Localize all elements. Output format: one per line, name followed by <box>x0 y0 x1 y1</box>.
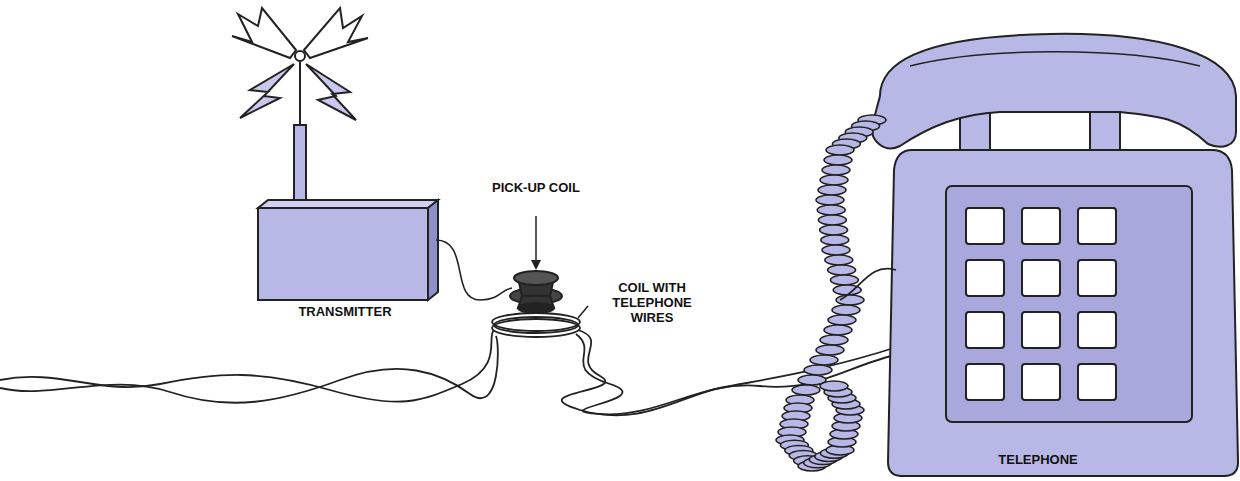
wire-coil-label: COIL WITH TELEPHONE WIRES <box>592 280 712 325</box>
cord-loop <box>820 175 848 185</box>
transmitter-label: TRANSMITTER <box>270 304 420 319</box>
key-button <box>1078 208 1116 244</box>
cord-loop <box>826 145 854 155</box>
antenna-mast <box>294 125 306 209</box>
cord-loop <box>825 255 853 265</box>
cord-loop <box>832 305 860 315</box>
cord-loop <box>816 195 844 205</box>
coiled-cord <box>776 115 886 471</box>
cord-loop <box>804 365 832 375</box>
cord-loop <box>792 385 820 395</box>
coil-cable <box>436 240 512 300</box>
telephone-body <box>888 100 1238 476</box>
handset-highlight <box>910 52 1200 66</box>
key-button <box>1078 364 1116 400</box>
cord-loop <box>824 325 852 335</box>
key-button <box>966 260 1004 296</box>
cord-loop <box>828 265 856 275</box>
cord-loop <box>821 235 849 245</box>
cord-loop <box>818 215 846 225</box>
key-button <box>1078 312 1116 348</box>
cord-loop <box>820 225 848 235</box>
phone-line <box>840 269 896 300</box>
keypad <box>966 208 1116 400</box>
key-button <box>1022 208 1060 244</box>
cord-loop <box>810 355 838 365</box>
leader-line <box>578 306 588 318</box>
cord-loop <box>820 381 848 391</box>
antenna-tip <box>295 51 305 61</box>
key-button <box>1078 260 1116 296</box>
key-button <box>1022 312 1060 348</box>
cord-loop <box>824 155 852 165</box>
transmitter-box <box>258 200 438 300</box>
leader-arrow <box>531 260 541 270</box>
cord-loop <box>828 315 856 325</box>
key-button <box>966 208 1004 244</box>
handset <box>872 34 1236 148</box>
cord-loop <box>818 185 846 195</box>
key-button <box>966 312 1004 348</box>
pickup-coil-label: PICK-UP COIL <box>490 180 582 195</box>
wire-coil <box>492 313 580 337</box>
cord-loop <box>817 205 845 215</box>
telephone-label: TELEPHONE <box>968 452 1108 467</box>
cord-loop <box>820 335 848 345</box>
leader-line <box>535 216 537 266</box>
cord-loop <box>830 275 858 285</box>
cord-loop <box>822 165 850 175</box>
cord-loop <box>816 345 844 355</box>
key-button <box>1022 364 1060 400</box>
key-button <box>1022 260 1060 296</box>
telephone-wires <box>0 330 900 415</box>
antenna-wire <box>299 61 301 125</box>
pickup-coil <box>510 271 562 313</box>
key-button <box>966 364 1004 400</box>
cord-loop <box>822 245 850 255</box>
